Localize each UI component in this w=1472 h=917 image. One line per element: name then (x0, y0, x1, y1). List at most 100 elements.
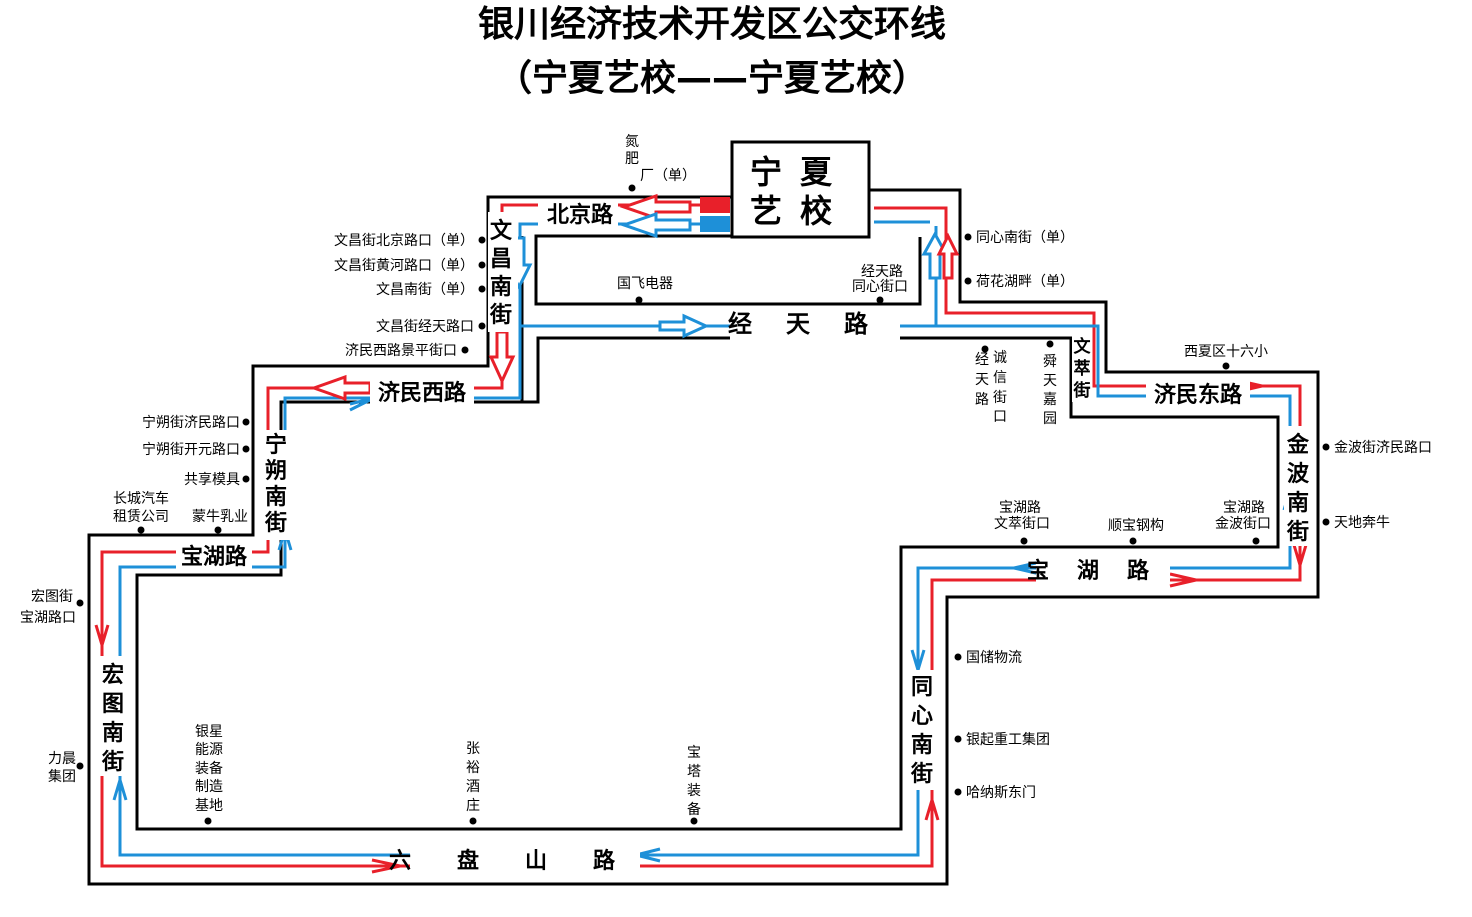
stop-dot (137, 526, 145, 534)
stop-dot (478, 322, 486, 330)
stop-label-jt-cx-2: 天 (975, 372, 989, 388)
stop-dot (242, 418, 250, 426)
road-label-jinbo-1: 金 (1286, 432, 1310, 458)
stop-dot (876, 296, 884, 304)
terminal-label-1: 宁夏 (750, 153, 850, 191)
road-label-wenchang-4: 街 (489, 302, 512, 328)
stop-label-jt-cx-6: 街 (993, 390, 1007, 406)
stop-label-baota-3: 装 (687, 783, 701, 799)
stop-label-hongtu-baohu-2: 宝湖路口 (20, 610, 76, 626)
stop-label-hanasi: 哈纳斯东门 (966, 785, 1036, 801)
stop-label-changcheng-2: 租赁公司 (113, 509, 169, 525)
stop-dot (478, 236, 486, 244)
stop-dot (635, 296, 643, 304)
stop-dot (478, 261, 486, 269)
stop-label-tiandi: 天地奔牛 (1334, 515, 1390, 531)
stop-label-jingtian-tongxin-1: 经天路 (861, 264, 903, 280)
stop-label-gongxiang: 共享模具 (184, 471, 240, 488)
road-label-baohu-east: 宝湖路 (1027, 558, 1177, 584)
road-label-wencui-2: 萃 (1074, 358, 1091, 379)
road-label-wencui-1: 文 (1074, 336, 1092, 357)
stop-label-ningshuo-kaiyuan: 宁朔街开元路口 (142, 441, 240, 458)
stop-label-baohu-wencui-2: 文萃街口 (994, 516, 1050, 532)
stop-label-changcheng-1: 长城汽车 (113, 490, 169, 507)
road-label-hongtu-1: 宏 (102, 662, 124, 688)
stop-label-lichen-2: 集团 (48, 768, 76, 785)
stop-dot (76, 599, 84, 607)
stop-dots (76, 184, 1330, 825)
stop-label-wenchang-beijing: 文昌街北京路口（单） (334, 233, 474, 249)
road-label-hongtu-4: 街 (101, 749, 124, 775)
stop-label-baohu-jinbo-2: 金波街口 (1215, 516, 1271, 532)
road-label-jinbo-4: 街 (1286, 519, 1309, 545)
road-label-wenchang-1: 文 (490, 218, 513, 244)
stop-label-jingtian-tongxin-2: 同心街口 (852, 279, 908, 295)
stop-dot (461, 346, 469, 354)
stop-label-hehua: 荷花湖畔（单） (976, 274, 1074, 290)
stop-dot (242, 475, 250, 483)
stop-dot (1020, 537, 1028, 545)
road-label-jinbo-3: 南 (1287, 490, 1309, 516)
stop-label-yinxing-3: 装备 (195, 760, 223, 777)
stop-label-feichang-3: 厂（单） (640, 168, 696, 184)
stop-label-jimin-jingping: 济民西路景平街口 (345, 343, 457, 359)
road-labels: 北京路 文 昌 南 街 经天路 济民西路 济民东路 宁 朔 南 街 宝湖路 宝湖… (98, 200, 1314, 874)
arrow-red-east-liupanshan (371, 858, 401, 874)
stop-label-baohu-jinbo-1: 宝湖路 (1223, 500, 1265, 516)
stop-label-wenchang-huanghe: 文昌街黄河路口（单） (334, 257, 474, 274)
stop-dot (242, 445, 250, 453)
arrow-red-west-jimin (309, 374, 372, 402)
road-label-jingtian: 经天路 (728, 309, 902, 338)
stop-label-jt-cx-3: 路 (975, 392, 989, 408)
stop-dot (76, 762, 84, 770)
arrow-blue-up-hongtu (112, 774, 128, 801)
road-label-ningshuo-1: 宁 (265, 432, 287, 458)
stop-dot (1129, 537, 1137, 545)
arrow-blue-west-beijing (619, 211, 692, 239)
road-label-ningshuo-4: 街 (264, 510, 287, 536)
stop-dot (1322, 443, 1330, 451)
stop-label-shuntian-2: 天 (1043, 373, 1057, 389)
stop-dot (1252, 537, 1260, 545)
stop-label-feichang-2: 肥 (625, 151, 639, 167)
road-label-jimin-east: 济民东路 (1154, 382, 1243, 408)
terminal-red-marker (700, 197, 730, 213)
stop-label-baohu-wencui-1: 宝湖路 (999, 500, 1041, 516)
map-title: 银川经济技术开发区公交环线 (478, 3, 946, 45)
stop-label-guofei: 国飞电器 (617, 276, 673, 292)
stop-label-baota-1: 宝 (687, 745, 701, 761)
stop-label-wenchang-jingtian: 文昌街经天路口 (376, 319, 474, 335)
stop-label-yinxing-2: 能源 (195, 742, 223, 758)
blue-route-line-2 (118, 324, 1292, 857)
stop-label-zhangyu-2: 裕 (466, 760, 480, 776)
road-label-jinbo-2: 波 (1287, 461, 1310, 487)
stop-dot (954, 735, 962, 743)
arrow-blue-east-jingtian (658, 313, 710, 339)
stop-dot (964, 277, 972, 285)
stop-label-jt-cx-4: 诚 (993, 350, 1007, 366)
stop-label-mengniu: 蒙牛乳业 (192, 509, 248, 525)
arrow-blue-up-tongxin (921, 230, 949, 280)
stop-dot (478, 285, 486, 293)
direction-arrows (309, 193, 960, 402)
stop-dot (981, 345, 989, 353)
stop-label-zhangyu-4: 庄 (466, 797, 480, 814)
road-label-tongxin-4: 街 (910, 761, 933, 787)
stop-dot (214, 526, 222, 534)
stop-label-wenchang-nanjie: 文昌南街（单） (376, 282, 474, 298)
arrow-red-down-wenchang (488, 330, 516, 385)
stop-label-shunbao: 顺宝钢构 (1108, 518, 1164, 534)
stop-label-jinbo-jimin: 金波街济民路口 (1334, 440, 1432, 456)
map-subtitle: （宁夏艺校——宁夏艺校） (496, 58, 928, 99)
road-label-beijing: 北京路 (547, 202, 614, 228)
stop-label-zhangyu-1: 张 (466, 741, 480, 757)
arrow-blue-west-baohu (1013, 560, 1041, 576)
stop-dot (1046, 340, 1054, 348)
arrow-red-west-beijing (619, 193, 692, 221)
road-label-hongtu-2: 图 (102, 691, 124, 717)
road-label-tongxin-3: 南 (911, 732, 933, 758)
stop-label-guochu: 国储物流 (966, 650, 1022, 666)
stop-dot (1222, 362, 1230, 370)
stop-dot (690, 817, 698, 825)
